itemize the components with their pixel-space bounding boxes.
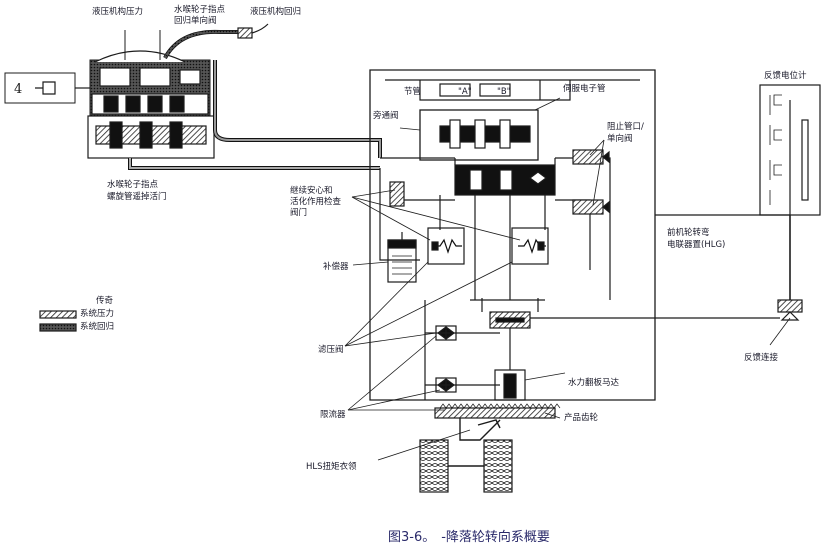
- feedback-pot: [655, 84, 821, 321]
- label-feedback-pot: 反馈电位计: [764, 71, 807, 81]
- rack-gear: [434, 403, 561, 419]
- check-valve-left: [389, 181, 405, 207]
- label-block-check-2: 单向阀: [607, 134, 633, 144]
- relief-valve-left: [427, 227, 465, 265]
- check-valve-lower-right: [572, 199, 610, 215]
- label-port-a: "A": [458, 87, 472, 97]
- wheel-right: [483, 439, 513, 493]
- figure-number: 图3-6。: [388, 530, 436, 545]
- label-hose-gate-2: 螺旋管遥掉活门: [107, 192, 167, 202]
- label-hyd-return: 液压机构回归: [250, 7, 302, 17]
- label-restrictor: 限流器: [320, 410, 346, 420]
- label-feedback-link: 反馈连接: [744, 353, 779, 363]
- check-valve-upper-right: [572, 149, 610, 165]
- label-block-check-1: 阻止管口/: [607, 122, 644, 132]
- label-hyd-pressure: 液压机构压力: [92, 7, 144, 17]
- pressure-relief-valves: [424, 300, 500, 400]
- label-hlg-2: 电联器置(HLG): [667, 240, 726, 250]
- label-hlg-1: 前机轮转弯: [667, 228, 710, 238]
- label-relief-check-2: 活化作用检查: [290, 197, 342, 207]
- figure-title: -降落轮转向系概要: [441, 530, 550, 545]
- legend-title: 传奇: [96, 296, 114, 306]
- label-relief-check-1: 继续安心和: [290, 186, 333, 196]
- return-line: [128, 23, 382, 170]
- label-hyd-rack-motor: 水力翻板马达: [568, 378, 620, 388]
- label-nose-steer-valve: 水喉轮子指点: [174, 5, 226, 15]
- label-compensator: 补偿器: [323, 262, 349, 272]
- legend-return: 系统回归: [80, 322, 115, 332]
- label-port-b: "B": [497, 87, 511, 97]
- label-nose-steer-valve-2: 回归单向阀: [174, 16, 217, 26]
- legend-swatches: [39, 310, 77, 332]
- valve-body: [369, 69, 656, 401]
- label-collar: HLS扭矩衣领: [306, 462, 357, 472]
- leader-lines: [344, 97, 791, 461]
- figure-caption: 图3-6。 -降落轮转向系概要: [388, 526, 556, 545]
- label-orifice: 节管: [404, 87, 422, 97]
- label-pressure-relief: 滤压阀: [318, 345, 344, 355]
- svg-text:4: 4: [14, 82, 22, 97]
- label-rack-pinion: 产品齿轮: [564, 413, 599, 423]
- label-hose-gate-1: 水喉轮子指点: [107, 180, 159, 190]
- label-spool-valve: 旁通阀: [373, 111, 399, 121]
- steering-collar: [459, 418, 501, 441]
- hydraulic-motor: [481, 298, 780, 401]
- label-servo-torque-motor: 伺服电子管: [563, 84, 606, 94]
- label-relief-check-3: 阀门: [290, 208, 308, 218]
- compensator: [387, 232, 417, 283]
- legend-pressure: 系统压力: [80, 309, 115, 319]
- supply-manifold: 4: [4, 30, 215, 159]
- relief-valve-right: [511, 227, 549, 265]
- wheel-left: [419, 439, 449, 493]
